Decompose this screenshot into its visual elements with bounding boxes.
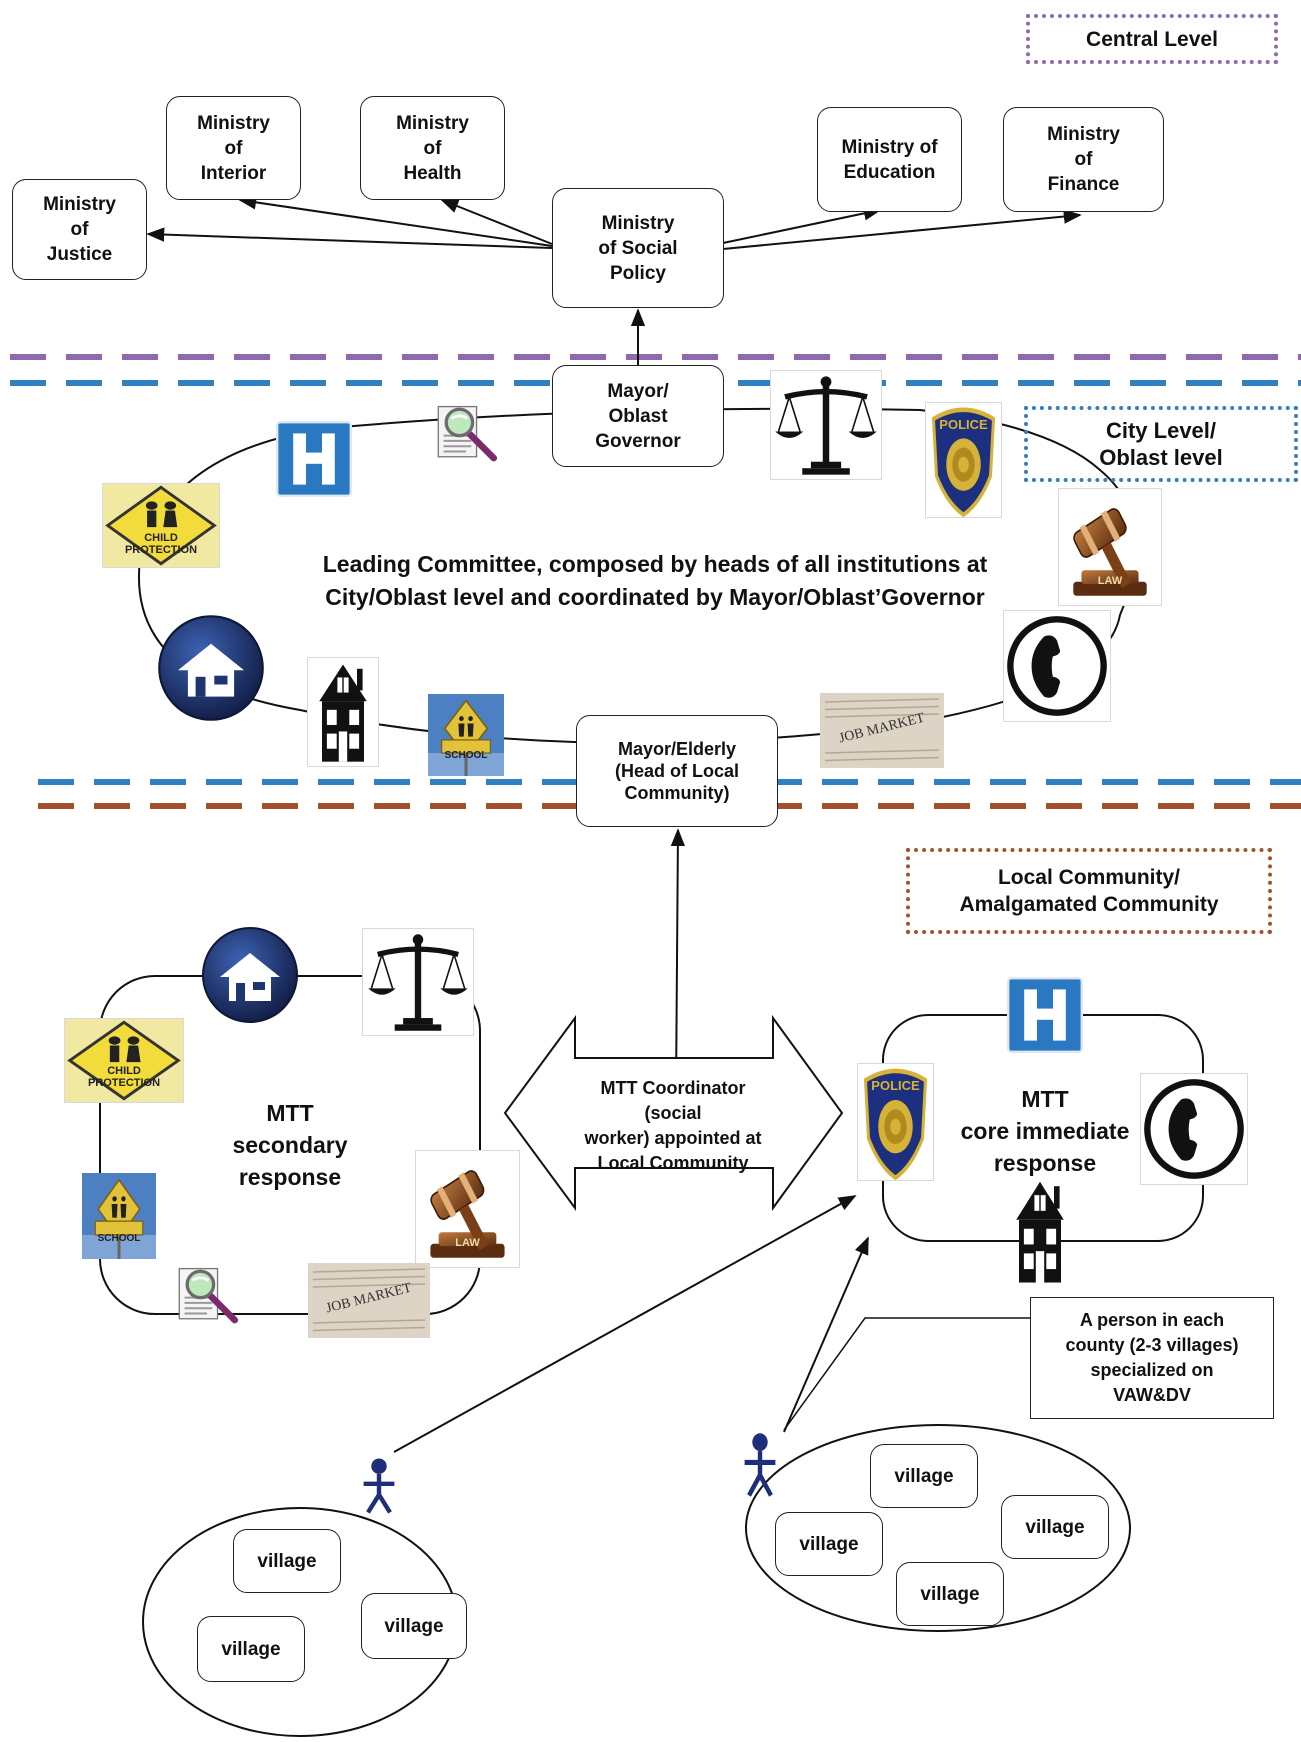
village-box: village (870, 1444, 978, 1508)
ministry-of-health-box: Ministry of Health (360, 96, 505, 200)
ministry-of-education-box: Ministry of Education (817, 107, 962, 212)
child-protection-sign-icon-secondary: CHILD PROTECTION (63, 1017, 185, 1104)
phone-icon-core (1140, 1073, 1248, 1185)
hospital-icon-core (1007, 977, 1084, 1054)
house-building-icon (307, 657, 379, 767)
local-community-level-label: Local Community/ Amalgamated Community (906, 848, 1272, 934)
job-market-newspaper-icon-secondary: JOB MARKET (306, 1261, 432, 1340)
city-level-label: City Level/ Oblast level (1024, 406, 1298, 482)
police-badge-text: POLICE (939, 417, 988, 432)
arrow-to-local-head (670, 828, 686, 1093)
person-icon-right (738, 1432, 782, 1498)
school-sign-icon: SCHOOL (427, 693, 505, 777)
home-icon (158, 615, 264, 721)
ministry-of-finance-box: Ministry of Finance (1003, 107, 1164, 212)
village-cluster-right (745, 1424, 1131, 1632)
arrow-left-person-to-core (393, 1195, 857, 1453)
justice-scale-icon-secondary (362, 928, 474, 1036)
phone-icon (1003, 610, 1111, 722)
school-sign-text-secondary: SCHOOL (97, 1233, 141, 1244)
ministry-of-interior-box: Ministry of Interior (166, 96, 301, 200)
home-icon-secondary (202, 927, 298, 1023)
police-badge-icon-core: POLICE (857, 1063, 934, 1181)
child-protection-text: CHILD PROTECTION (124, 532, 198, 556)
hospital-icon (276, 421, 352, 497)
child-protection-sign-icon: CHILD PROTECTION (101, 482, 221, 569)
arrow-right-person-to-core (783, 1236, 869, 1433)
village-box: village (361, 1593, 467, 1659)
local-community-head-box: Mayor/Elderly (Head of Local Community) (576, 715, 778, 827)
search-document-icon (428, 400, 504, 466)
coordinator-double-arrow (503, 1014, 844, 1212)
gavel-law-text-secondary: LAW (455, 1237, 480, 1249)
search-document-icon-secondary (166, 1262, 248, 1328)
person-icon-left (357, 1457, 401, 1515)
person-note-box: A person in each county (2-3 villages) s… (1030, 1297, 1274, 1419)
police-badge-text-core: POLICE (871, 1078, 920, 1093)
school-sign-icon-secondary: SCHOOL (81, 1172, 157, 1260)
arrow-to-finance (722, 209, 1082, 250)
village-box: village (775, 1512, 883, 1576)
gavel-icon-secondary: LAW (415, 1150, 520, 1268)
gavel-icon: LAW (1058, 488, 1162, 606)
ministry-of-social-policy-box: Ministry of Social Policy (552, 188, 724, 308)
school-sign-text: SCHOOL (444, 750, 488, 761)
ministry-of-justice-box: Ministry of Justice (12, 179, 147, 280)
leading-committee-text: Leading Committee, composed by heads of … (322, 551, 988, 610)
arrow-to-interior (238, 195, 553, 247)
central-level-label: Central Level (1026, 14, 1278, 64)
mtt-coordinator-text: MTT Coordinator (social worker) appointe… (584, 1078, 762, 1173)
mtt-core-response-label: MTT core immediate response (960, 1086, 1130, 1176)
gavel-law-text: LAW (1097, 575, 1123, 587)
mtt-secondary-response-label: MTT secondary response (232, 1100, 348, 1190)
arrow-to-justice (146, 227, 553, 249)
child-protection-text-secondary: CHILD PROTECTION (87, 1065, 161, 1089)
person-note-connector (783, 1317, 1030, 1431)
police-badge-icon: POLICE (925, 402, 1002, 518)
village-box: village (1001, 1495, 1109, 1559)
mayor-oblast-governor-box: Mayor/ Oblast Governor (552, 365, 724, 467)
village-box: village (197, 1616, 305, 1682)
village-box: village (233, 1529, 341, 1593)
arrow-to-health (440, 199, 553, 245)
arrow-to-education (722, 206, 882, 244)
job-market-newspaper-icon: JOB MARKET (818, 691, 946, 770)
justice-scale-icon (770, 370, 882, 480)
house-building-icon-core (1015, 1180, 1065, 1284)
village-box: village (896, 1562, 1004, 1626)
